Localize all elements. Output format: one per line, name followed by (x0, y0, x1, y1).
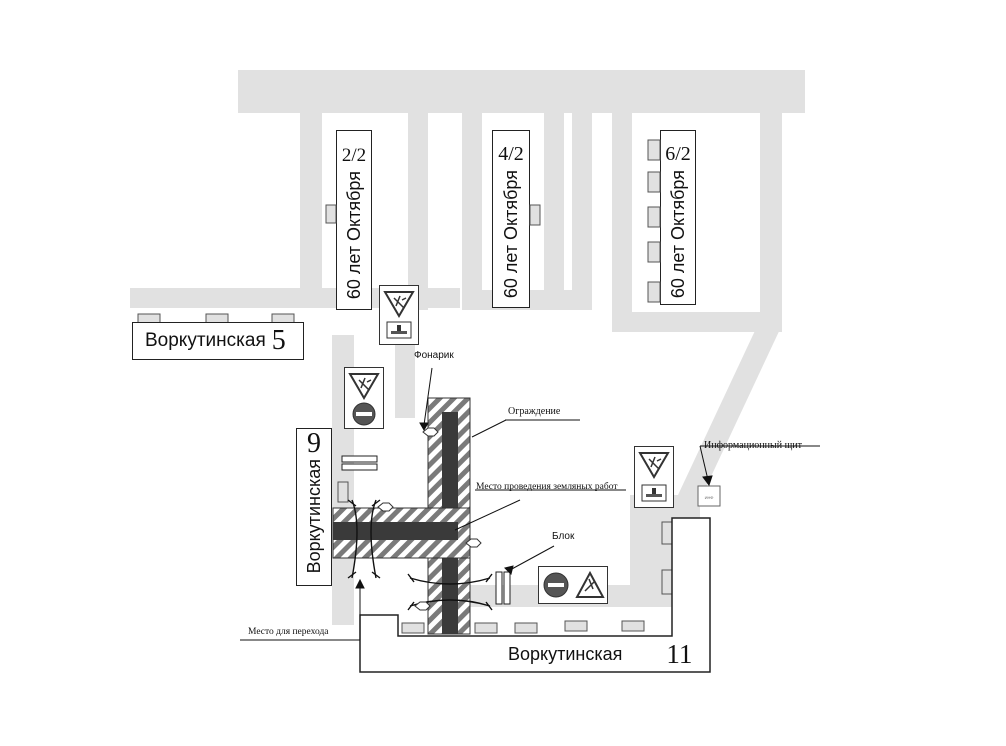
info-board-text: ИНФ (705, 495, 714, 500)
road-drive-2 (408, 110, 428, 310)
no-entry-sign-icon (543, 570, 605, 598)
barrier (341, 463, 378, 471)
road-drive-4 (544, 110, 564, 310)
entrance (647, 139, 661, 161)
entrance (621, 620, 645, 632)
entrance (647, 241, 661, 263)
label-crossing: Место для перехода (248, 627, 329, 637)
block-element (503, 571, 511, 605)
leader-lines (240, 367, 820, 641)
road-left (130, 288, 460, 308)
info-board (697, 485, 721, 507)
block-element (495, 571, 503, 605)
building-number: 6/2 (665, 143, 691, 165)
building-6-2: 6/2 60 лет Октября (660, 130, 696, 305)
building-vorkutinskaya-9: 9 Воркутинская (296, 428, 332, 586)
road-drive-3 (462, 110, 482, 310)
building-number: 4/2 (498, 143, 524, 165)
road-drive-1 (300, 110, 322, 290)
building-vorkutinskaya-5: Воркутинская 5 (132, 322, 304, 360)
label-info-board: Информационный щит (704, 440, 802, 451)
entrance (474, 622, 498, 634)
entrance (514, 622, 538, 634)
building-number: 11 (666, 638, 693, 669)
building-vorkutinskaya-11: Воркутинская 11 (360, 636, 710, 672)
building-street: Воркутинская (508, 643, 623, 664)
building-4-2: 4/2 60 лет Октября (492, 130, 530, 308)
building-number: 5 (271, 325, 286, 356)
label-block: Блок (552, 531, 575, 542)
entrance (401, 622, 425, 634)
road-works-sign-top (379, 285, 419, 345)
entrance (325, 204, 337, 224)
road-diagonal (678, 320, 782, 500)
label-earthworks: Место проведения земляных работ (476, 482, 618, 492)
entrance (647, 281, 661, 303)
label-flashlight: Фонарик (414, 350, 454, 361)
label-fence: Ограждение (508, 406, 561, 417)
road-works-no-entry-sign (344, 367, 384, 429)
road-drive-7 (760, 110, 782, 325)
entrance (564, 620, 588, 632)
trench-joint (442, 522, 458, 540)
building-number: 2/2 (341, 145, 367, 166)
building-number: 9 (307, 428, 321, 459)
lamp-icon (414, 601, 431, 611)
building-street: Воркутинская (145, 330, 266, 351)
entrance (529, 204, 541, 226)
road-works-sign-icon (383, 291, 415, 339)
road-drive-6 (612, 110, 632, 330)
road-drive-5 (572, 110, 592, 310)
road-top (238, 70, 805, 113)
entrance (647, 171, 661, 193)
building-2-2: 2/2 60 лет Октября (336, 130, 372, 310)
lamps (377, 427, 482, 611)
no-entry-road-works-sign-bottom (538, 566, 608, 604)
trench-horizontal (333, 522, 458, 540)
road-62-bottom (612, 312, 782, 332)
road-works-sign-right (634, 446, 674, 508)
road-works-sign-icon (638, 452, 670, 502)
lamp-icon (422, 427, 439, 437)
lamp-icon (377, 502, 394, 512)
no-entry-sign-icon (348, 373, 380, 426)
entrance (337, 481, 349, 503)
lamp-icon (465, 538, 482, 548)
entrance (647, 206, 661, 228)
barrier (341, 455, 378, 463)
